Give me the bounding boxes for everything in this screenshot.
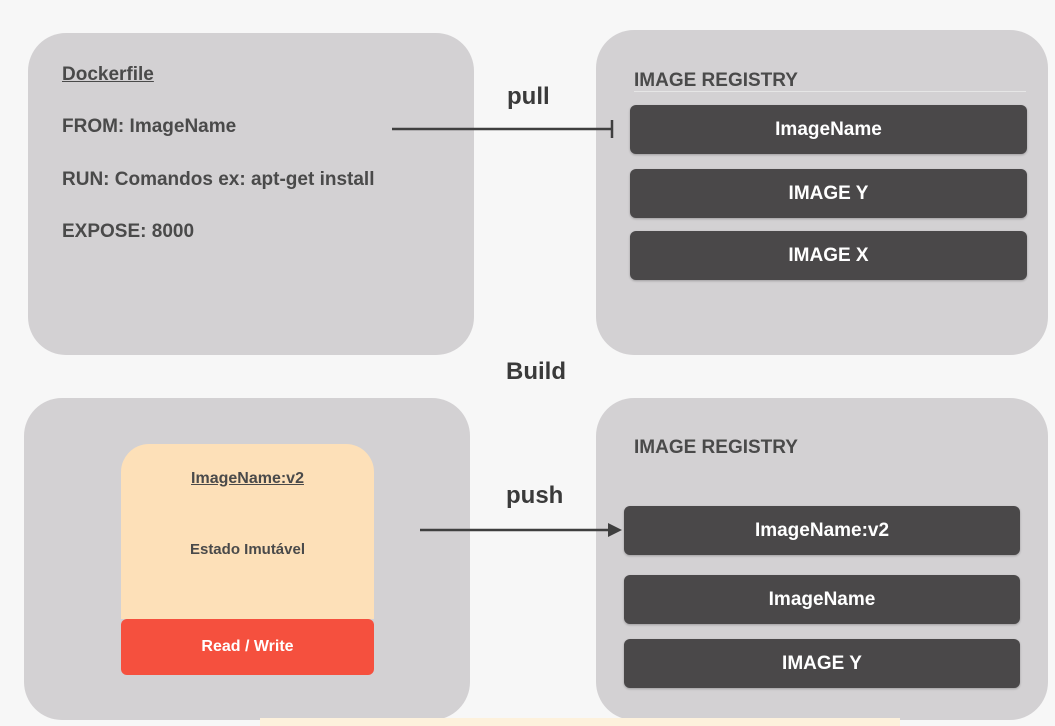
registry-top-item: IMAGE X <box>630 231 1027 280</box>
dockerfile-expose-line: EXPOSE: 8000 <box>62 221 195 242</box>
container-image-name: ImageName:v2 <box>191 470 304 487</box>
container-state-label: Estado Imutável <box>189 541 306 558</box>
registry-bottom-item: ImageName <box>624 575 1020 624</box>
registry-top-item: IMAGE Y <box>630 169 1027 218</box>
dockerfile-run-line: RUN: Comandos ex: apt-get install <box>62 169 375 190</box>
bottom-strip <box>260 718 900 726</box>
pull-label: pull <box>507 83 550 110</box>
push-label: push <box>506 482 564 509</box>
push-arrow <box>420 523 622 537</box>
read-write-layer: Read / Write <box>121 619 374 675</box>
registry-bottom-item: IMAGE Y <box>624 639 1020 688</box>
pull-connector <box>392 120 614 138</box>
registry-top-item: ImageName <box>630 105 1027 154</box>
registry-bottom-item: ImageName:v2 <box>624 506 1020 555</box>
registry-top-title: IMAGE REGISTRY <box>634 70 798 91</box>
registry-title-divider <box>634 91 1026 92</box>
dockerfile-panel <box>28 33 474 355</box>
registry-bottom-title: IMAGE REGISTRY <box>634 437 798 458</box>
build-label: Build <box>506 358 566 385</box>
dockerfile-from-line: FROM: ImageName <box>62 116 237 137</box>
dockerfile-title: Dockerfile <box>62 64 154 85</box>
container-image-layer <box>121 444 374 619</box>
